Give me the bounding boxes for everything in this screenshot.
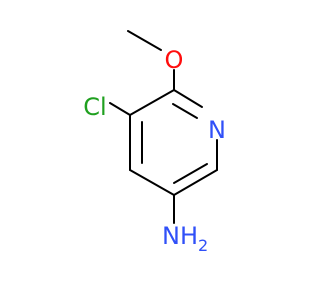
molecule-structure: O N Cl NH2 <box>83 30 226 255</box>
bond-c6-c5 <box>173 169 218 196</box>
bond-c2-n1-inner <box>172 103 198 119</box>
bond-c3-c2 <box>129 89 175 116</box>
chlorine-atom-label: Cl <box>83 93 106 121</box>
amine-label-subscript: 2 <box>198 236 208 255</box>
bond-c2-n1 <box>173 89 203 108</box>
amine-label-main: NH <box>162 222 198 250</box>
bond-c5-c4 <box>129 169 175 196</box>
bonds <box>109 30 218 224</box>
amine-group-label: NH2 <box>162 222 208 255</box>
molecule-canvas: O N Cl NH2 <box>83 30 226 255</box>
oxygen-atom-label: O <box>165 46 184 74</box>
nitrogen-atom-label: N <box>208 116 226 144</box>
bond-c6-c5-inner <box>173 163 208 184</box>
bond-c3-cl <box>109 102 131 116</box>
bond-methyl-o <box>127 30 162 51</box>
